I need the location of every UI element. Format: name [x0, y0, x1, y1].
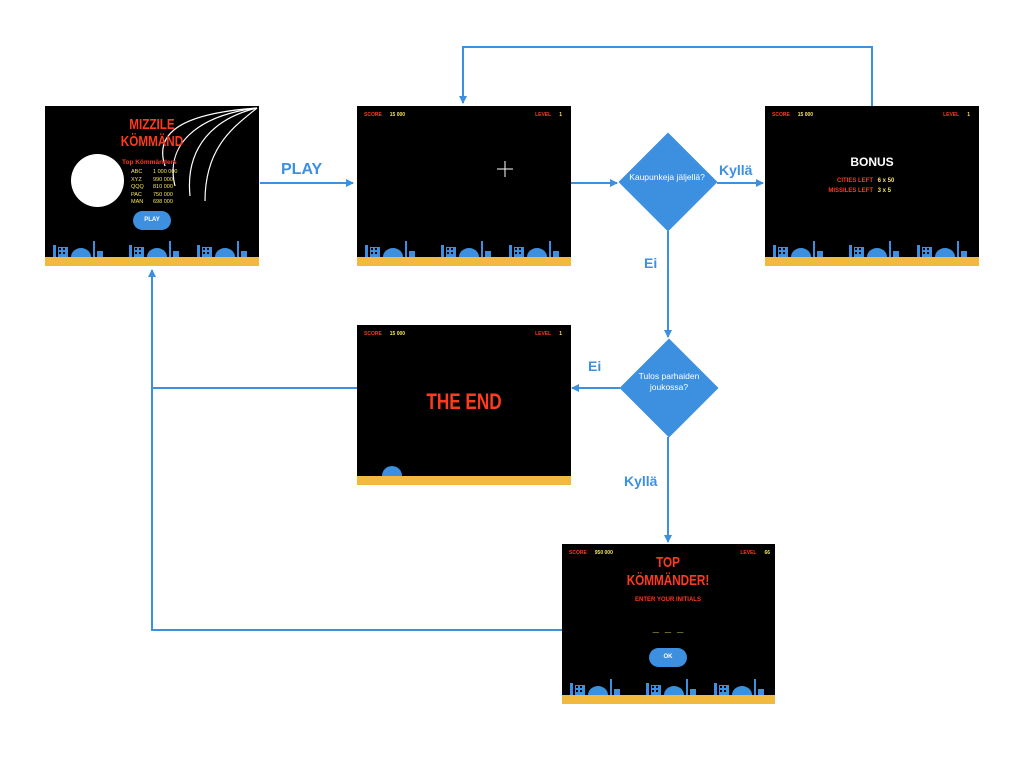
ok-button[interactable]: OK — [649, 648, 687, 667]
enter-initials-label: ENTER YOUR INITIALS — [635, 597, 701, 603]
ground-strip — [357, 476, 571, 485]
city-skyline — [570, 679, 764, 695]
arrow-bonus-loop — [459, 46, 873, 107]
ground-strip — [357, 257, 571, 266]
city-skyline — [53, 241, 247, 257]
initials-input[interactable]: _ _ _ — [652, 622, 684, 634]
edge-label-play: PLAY — [281, 161, 323, 178]
top-title-line1: TOP — [656, 554, 680, 571]
edge-label-yes-cities: Kyllä — [719, 162, 753, 178]
edge-label-no-cities: Ei — [644, 255, 658, 271]
decision-top-score-text: Tulos parhaiden joukossa? — [638, 371, 700, 392]
dome-icon — [382, 466, 402, 476]
edge-label-yes-top: Kyllä — [624, 473, 658, 489]
bonus-cities: CITIES LEFT 6 x 50 — [837, 178, 895, 184]
missile-trails — [162, 107, 258, 202]
edge-label-no-top: Ei — [588, 358, 602, 374]
top-title-line2: KÖMMÄNDER! — [626, 572, 710, 589]
city-skyline — [773, 241, 967, 257]
top-scores-header: Top Kömmänders — [122, 159, 177, 166]
ground-strip — [45, 257, 259, 266]
explosion-circle — [71, 154, 124, 207]
the-end-title: THE END — [426, 389, 502, 414]
bonus-title: BONUS — [850, 155, 894, 169]
ground-strip — [562, 695, 775, 704]
city-skyline — [365, 241, 559, 257]
decision-cities-left-text: Kaupunkeja jäljellä? — [629, 172, 705, 182]
crosshair-icon — [497, 161, 513, 177]
play-button[interactable]: PLAY — [133, 211, 171, 230]
game-title-line1: MIZZILE — [129, 116, 175, 133]
bonus-missiles: MISSILES LEFT 3 x 5 — [828, 188, 892, 194]
game-title-line2: KÖMMÄND — [120, 133, 184, 150]
ground-strip — [765, 257, 979, 266]
